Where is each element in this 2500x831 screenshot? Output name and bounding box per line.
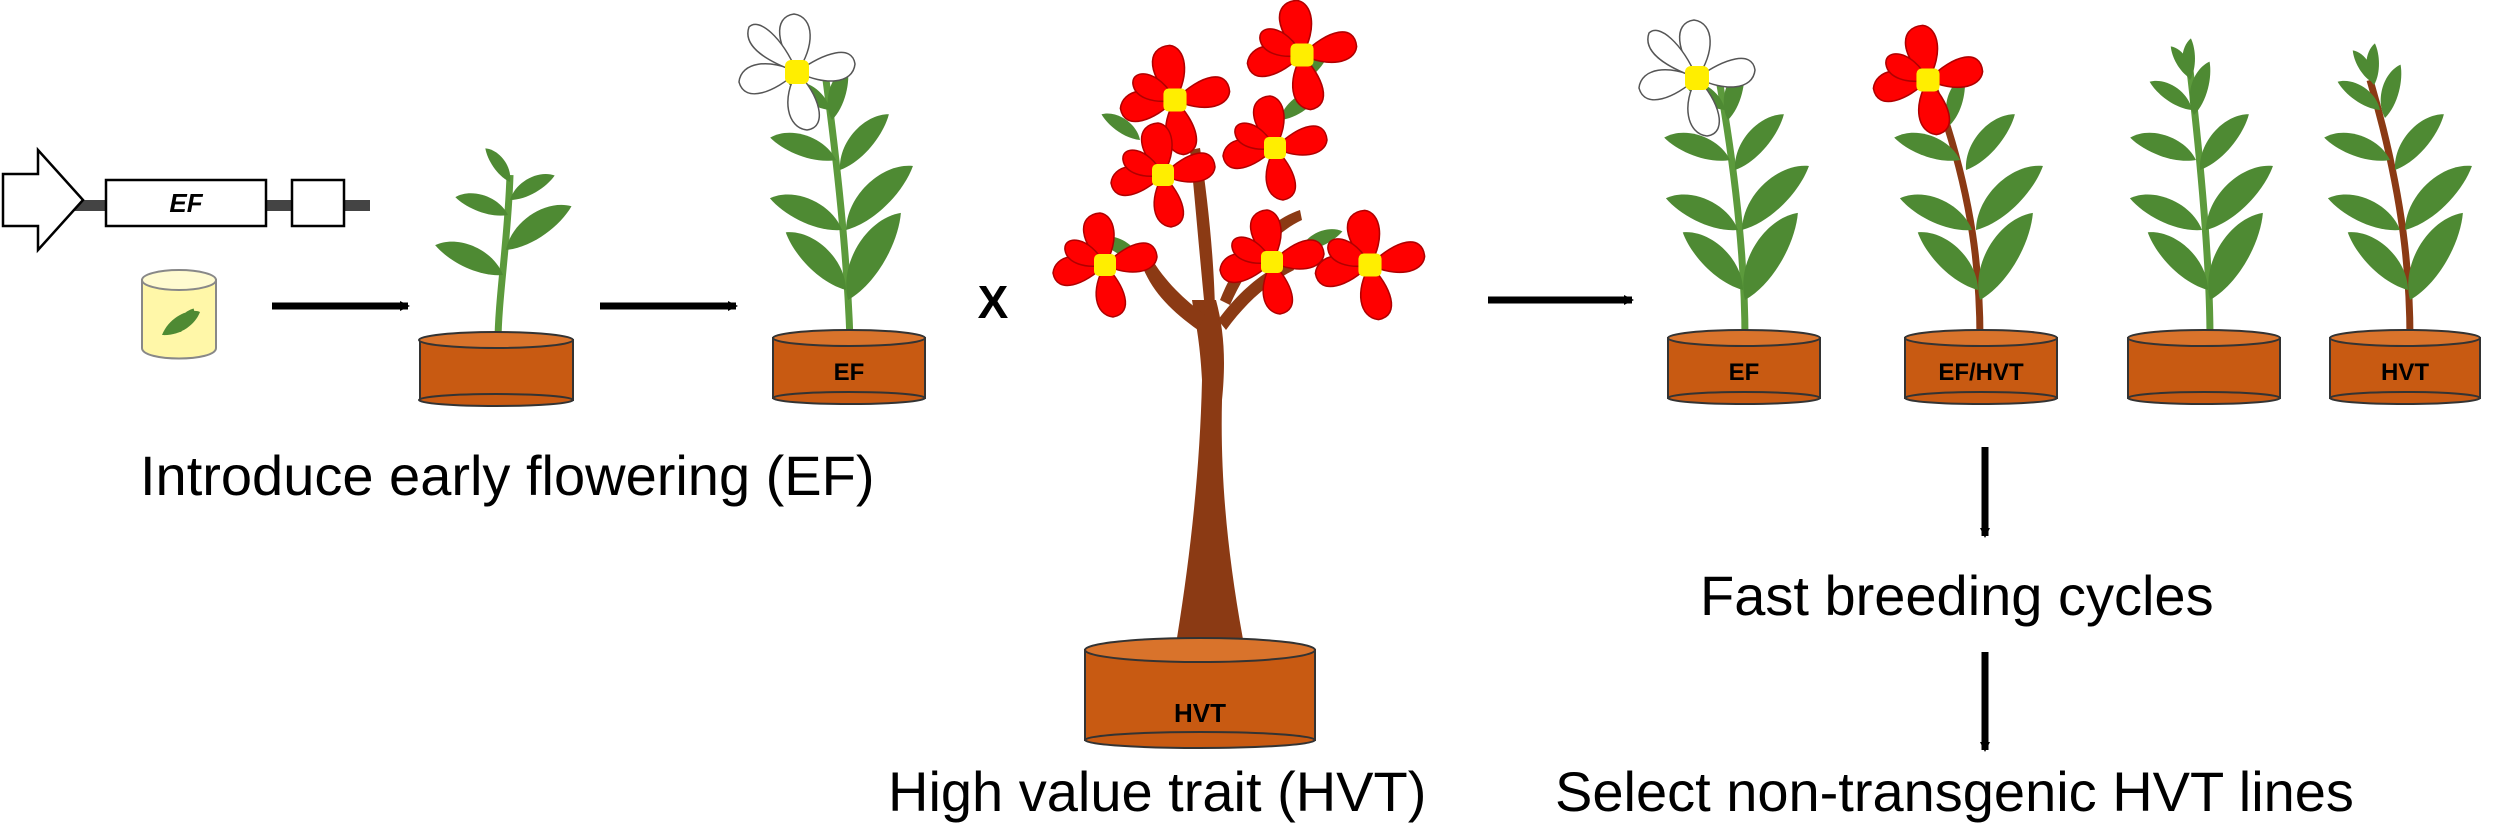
progeny-pot-ef-hvt: EF/HVT bbox=[1904, 329, 2058, 405]
progeny-pot-ef: EF bbox=[1667, 329, 1821, 405]
hvt-pot-label: HVT bbox=[1174, 698, 1226, 728]
red-flower-icon bbox=[1222, 95, 1328, 201]
ef-plant bbox=[738, 13, 926, 341]
progeny-plant-ef bbox=[1638, 19, 1822, 341]
caption-high-value-trait: High value trait (HVT) bbox=[888, 760, 1427, 823]
hvt-tree-pot: HVT bbox=[1084, 637, 1316, 749]
caption-introduce-early-flowering: Introduce early flowering (EF) bbox=[140, 444, 875, 507]
terminator-box bbox=[290, 178, 346, 228]
hvt-tree bbox=[1052, 0, 1426, 663]
seedling-plant bbox=[431, 145, 579, 343]
seedling-pot bbox=[418, 331, 574, 407]
red-flower-icon bbox=[1314, 209, 1426, 321]
red-flower-icon bbox=[1052, 212, 1158, 318]
tissue-culture-jar-icon bbox=[141, 269, 217, 360]
progeny-pot-wild bbox=[2127, 329, 2281, 405]
caption-fast-breeding-cycles: Fast breeding cycles bbox=[1700, 564, 2214, 627]
cross-symbol: X bbox=[978, 276, 1009, 328]
red-flower-icon bbox=[1246, 0, 1358, 111]
promoter-arrow-icon bbox=[1, 146, 85, 254]
ef-pot: EF bbox=[772, 329, 926, 405]
progeny-pot-ef-hvt-label: EF/HVT bbox=[1938, 359, 2024, 386]
progeny-pot-ef-label: EF bbox=[1729, 359, 1760, 386]
progeny-plant-hvt bbox=[2322, 42, 2485, 341]
ef-construct: EF bbox=[1, 146, 370, 254]
progeny-plant-wild bbox=[2126, 37, 2286, 341]
ef-gene-label: EF bbox=[169, 188, 203, 218]
ef-gene-box bbox=[104, 178, 268, 228]
progeny-plant-ef-hvt bbox=[1872, 24, 2056, 341]
caption-select-non-transgenic: Select non-transgenic HVT lines bbox=[1555, 760, 2354, 823]
ef-pot-label: EF bbox=[834, 359, 865, 386]
progeny-pot-hvt-label: HVT bbox=[2381, 359, 2429, 386]
red-flower-icon bbox=[1219, 209, 1325, 315]
white-flower-icon bbox=[1638, 19, 1756, 137]
progeny-pot-hvt: HVT bbox=[2329, 329, 2481, 405]
red-flower-icon bbox=[1872, 24, 1984, 136]
